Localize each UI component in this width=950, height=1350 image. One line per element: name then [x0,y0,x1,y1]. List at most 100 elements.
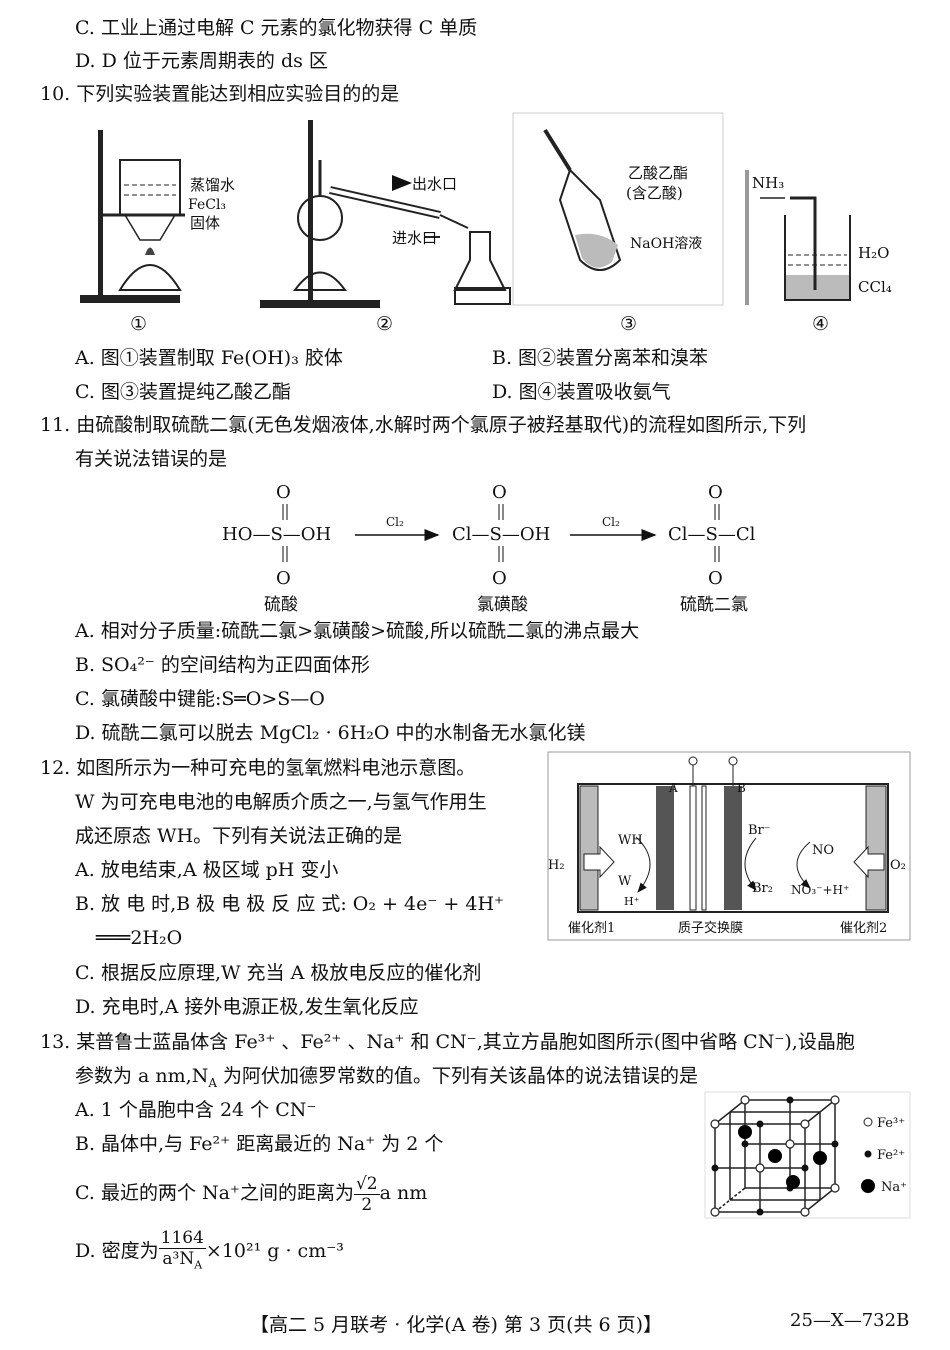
q13-stem-line2-b: 为阿伏加德罗常数的值。下列有关该晶体的说法错误的是 [217,1065,699,1087]
q12-option-c: C. 根据反应原理,W 充当 A 极放电反应的催化剂 [75,962,482,984]
name-chlorosulfonic-acid: 氯磺酸 [477,595,528,615]
q11-option-b: B. SO₄²⁻ 的空间结构为正四面体形 [75,654,370,676]
legend-na-label: Na⁺ [881,1180,907,1195]
membrane-label: 质子交换膜 [678,920,743,936]
q12-stem-line1: 12. 如图所示为一种可充电的氢氧燃料电池示意图。 [40,757,476,779]
q10-option-c: C. 图③装置提纯乙酸乙酯 [75,381,291,403]
figure-1-apparatus: 蒸馏水 FeCl₃ 固体 [80,130,235,303]
br-minus-label: Br⁻ [748,823,771,838]
q9-option-c: C. 工业上通过电解 C 元素的氯化物获得 C 单质 [75,17,478,39]
br2-label: Br₂ [752,881,773,896]
q12-stem-line2: W 为可充电电池的电解质介质之一,与氢气作用生 [75,791,487,813]
m2-o-bottom: O [492,568,507,589]
paper-code: 25—X—732B [790,1310,910,1331]
fig4-label-h2o: H₂O [858,244,889,262]
q11-stem-line1: 11. 由硫酸制取硫酰二氯(无色发烟液体,水解时两个氯原子被羟基取代)的流程如图… [40,414,807,436]
legend-fe2-label: Fe²⁺ [877,1148,905,1163]
q12-option-b-line1: B. 放 电 时,B 极 电 极 反 应 式: O₂ + 4e⁻ + 4H⁺ [75,893,505,915]
q13-stem-na-sub: A [208,1075,217,1090]
page-footer: 【高二 5 月联考 · 化学(A 卷) 第 3 页(共 6 页)】 [250,1314,663,1336]
legend-fe3-label: Fe³⁺ [877,1116,905,1131]
molecule-sulfuric-acid: HO—S—OH [222,524,331,545]
hplus-label: H⁺ [624,895,640,908]
q12-option-a: A. 放电结束,A 极区域 pH 变小 [75,859,339,881]
reagent-cl2-2: Cl₂ [602,515,620,529]
q12-option-b-line2: ═══2H₂O [96,927,183,949]
legend-fe3-marker [863,1117,873,1127]
figure-3-apparatus: 乙酸乙酯 (含乙酸) NaOH溶液 [512,112,724,306]
molecule-sulfuryl-chloride: Cl—S—Cl [668,524,756,545]
electrode-b-label: B [737,781,746,795]
q9-option-d: D. D 位于元素周期表的 ds 区 [75,50,328,72]
q13-option-b: B. 晶体中,与 Fe²⁺ 距离最近的 Na⁺ 为 2 个 [75,1133,444,1155]
q13-option-d-den-main: a³N [162,1249,195,1270]
legend-na-marker [861,1179,875,1193]
q10-option-d: D. 图④装置吸收氨气 [492,381,671,403]
wh-label: WH [618,833,643,848]
q13-option-c-pre: C. 最近的两个 Na⁺之间的距离为 [75,1182,354,1204]
fig4-label-ccl4: CCl₄ [858,278,892,296]
electrode-a-label: A [668,781,678,795]
fig3-label-acid: (含乙酸) [626,184,683,202]
q12-stem-line3: 成还原态 WH。下列有关说法正确的是 [75,825,403,847]
q13-option-d-pre: D. 密度为 [75,1240,159,1262]
q13-option-a: A. 1 个晶胞中含 24 个 CN⁻ [75,1099,317,1121]
molecule-chlorosulfonic-acid: Cl—S—OH [452,524,550,545]
q11-stem-line2: 有关说法错误的是 [75,448,228,470]
name-sulfuric-acid: 硫酸 [264,595,298,615]
fig1-label-water: 蒸馏水 [190,176,235,194]
q10-figures: 蒸馏水 FeCl₃ 固体 出水口 进水口 乙酸乙酯 (含乙酸) NaOH溶液 [80,112,892,335]
q10-option-a: A. 图①装置制取 Fe(OH)₃ 胶体 [75,347,343,369]
fig1-label-solid: 固体 [190,214,220,232]
q11-reaction-scheme: O HO—S—OH O 硫酸 Cl₂ O Cl—S—OH O 氯磺酸 Cl₂ O… [222,482,756,615]
q13-option-c-num: √2 [353,1173,380,1195]
fig3-label-naoh: NaOH溶液 [630,236,702,252]
fig3-label-ester: 乙酸乙酯 [628,164,688,182]
q13-stem-line2-a: 参数为 a nm,N [75,1065,209,1087]
q13-option-d-den: a³NA [159,1249,206,1275]
m1-o-top: O [276,482,291,503]
fig2-label-outlet: 出水口 [412,175,457,193]
fig3-number: ③ [620,313,637,335]
q13-crystal-cell: Fe³⁺ Fe²⁺ Na⁺ [704,1091,911,1219]
q13-stem-line2: 参数为 a nm,NA 为阿伏加德罗常数的值。下列有关该晶体的说法错误的是 [75,1064,698,1095]
q13-option-d-den-sub: A [194,1258,203,1272]
figure-2-apparatus: 出水口 进水口 [260,120,511,308]
figure-4-apparatus: NH₃ H₂O CCl₄ [745,170,892,305]
o2-label: O₂ [890,858,906,873]
legend-fe2-marker [864,1150,872,1158]
q11-option-d: D. 硫酰二氯可以脱去 MgCl₂ · 6H₂O 中的水制备无水氯化镁 [75,722,586,744]
fig4-label-nh3: NH₃ [752,174,784,192]
fig2-number: ② [376,313,393,335]
q10-stem: 10. 下列实验装置能达到相应实验目的的是 [40,83,400,105]
fig2-label-inlet: 进水口 [392,229,437,247]
fig4-number: ④ [812,313,829,335]
h2-label: H₂ [548,858,565,873]
w-label: W [618,874,632,889]
q13-option-d-num: 1164 [158,1228,206,1250]
catalyst-2-label: 催化剂2 [840,921,887,936]
m1-o-bottom: O [276,568,291,589]
reagent-cl2-1: Cl₂ [386,515,404,529]
m3-o-top: O [708,482,723,503]
q13-option-c-den: 2 [361,1194,373,1215]
no3-h-label: NO₃⁻+H⁺ [791,883,849,897]
catalyst-1-label: 催化剂1 [568,921,615,936]
fig1-number: ① [130,313,147,335]
q12-fuel-cell-diagram: A B H₂ O₂ WH W H⁺ Br⁻ Br₂ NO NO₃⁻+H⁺ 催化剂… [547,751,911,941]
fig1-label-fecl3: FeCl₃ [188,197,226,213]
q10-option-b: B. 图②装置分离苯和溴苯 [492,347,709,369]
q11-option-a: A. 相对分子质量:硫酰二氯>氯磺酸>硫酸,所以硫酰二氯的沸点最大 [75,620,640,642]
m2-o-top: O [492,482,507,503]
no-label: NO [812,843,834,858]
q13-option-d-post: ×10²¹ g · cm⁻³ [205,1240,344,1262]
q13-stem-line1: 13. 某普鲁士蓝晶体含 Fe³⁺ 、Fe²⁺ 、Na⁺ 和 CN⁻,其立方晶胞… [40,1031,855,1053]
m3-o-bottom: O [708,568,723,589]
name-sulfuryl-chloride: 硫酰二氯 [680,595,748,615]
q12-option-d: D. 充电时,A 接外电源正极,发生氧化反应 [75,996,419,1018]
q13-option-c-post: a nm [379,1182,428,1204]
